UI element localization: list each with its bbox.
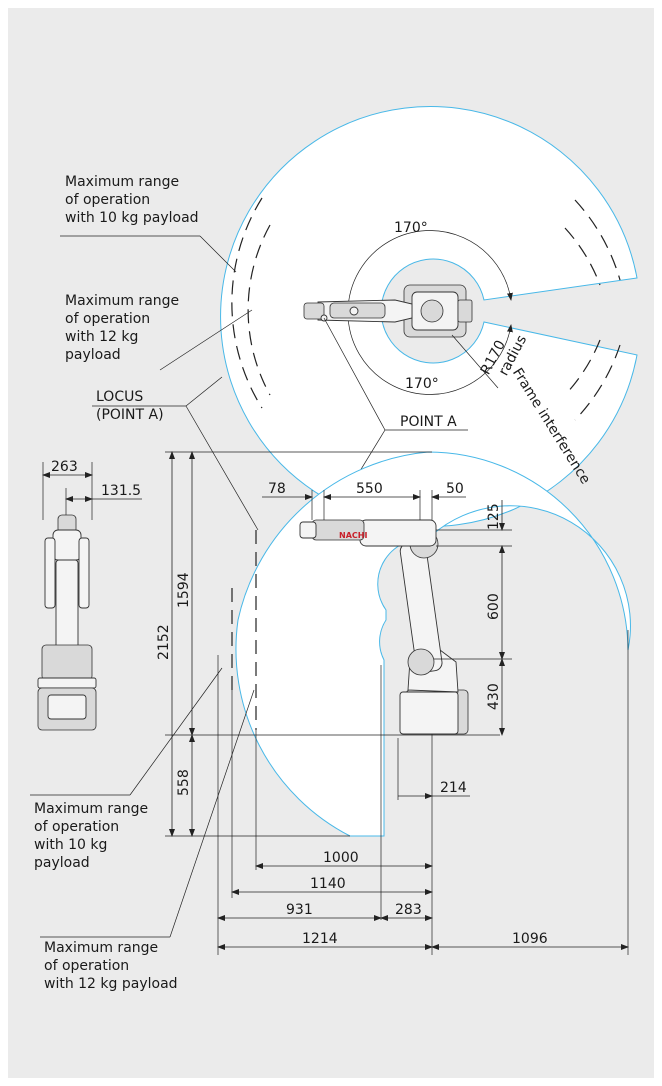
top-12kg-line1: Maximum range <box>65 293 179 309</box>
label-side-10kg: Maximum range of operation with 10 kg pa… <box>34 801 148 871</box>
dim-600: 600 <box>486 593 502 620</box>
side-10kg-line2: of operation <box>34 819 119 835</box>
top-12kg-line2: of operation <box>65 311 150 327</box>
side-view-envelope <box>235 451 631 837</box>
dim-931: 931 <box>286 902 313 918</box>
top-10kg-line3: with 10 kg payload <box>65 210 199 226</box>
top-12kg-arc-left <box>247 224 271 396</box>
dim-1096: 1096 <box>512 931 548 947</box>
top-12kg-arc-right-down <box>564 339 601 396</box>
top-view: Maximum range of operation with 10 kg pa… <box>60 106 638 531</box>
top-10kg-arc-right-down <box>574 344 621 421</box>
label-top-12kg: Maximum range of operation with 12 kg pa… <box>65 293 179 363</box>
dim-283: 283 <box>395 902 422 918</box>
side-12kg-line2: of operation <box>44 958 129 974</box>
leader-top-12kg <box>159 309 253 371</box>
robot-top-view <box>303 284 473 338</box>
angle-label-top: 170° <box>394 220 428 236</box>
top-12kg-line3: with 12 kg <box>65 329 138 345</box>
robot-side-view: NACHI <box>299 519 469 735</box>
dim-214: 214 <box>440 780 467 796</box>
leader-top-10kg-diag <box>199 235 237 273</box>
dim-550: 550 <box>356 481 383 497</box>
dim-2152: 2152 <box>156 624 172 660</box>
dim-558: 558 <box>176 769 192 796</box>
side-view: NACHI 78 550 50 125 600 430 2152 1594 55… <box>30 451 631 992</box>
locus-label: LOCUS <box>96 389 143 405</box>
leader-side-12kg <box>169 689 255 938</box>
leader-frame <box>451 334 499 389</box>
top-12kg-line4: payload <box>65 347 121 363</box>
robot-range-diagram: Maximum range of operation with 10 kg pa… <box>30 106 638 992</box>
front-view: 263 131.5 <box>37 459 142 731</box>
leader-side-10kg <box>129 667 223 796</box>
robot-front-view <box>37 514 97 731</box>
label-top-10kg: Maximum range of operation with 10 kg pa… <box>65 174 199 226</box>
dim-430: 430 <box>486 683 502 710</box>
dim-263: 263 <box>51 459 78 475</box>
dim-131-5: 131.5 <box>101 483 141 499</box>
side-12kg-line3: with 12 kg payload <box>44 976 178 992</box>
dim-50: 50 <box>446 481 464 497</box>
top-10kg-line1: Maximum range <box>65 174 179 190</box>
leader-locus-side <box>185 405 259 531</box>
brand-logo: NACHI <box>339 531 367 540</box>
dim-78: 78 <box>268 481 286 497</box>
dim-1214: 1214 <box>302 931 338 947</box>
dim-1140: 1140 <box>310 876 346 892</box>
locus-sub-label: (POINT A) <box>96 407 164 423</box>
point-a-label: POINT A <box>400 414 457 430</box>
side-10kg-line1: Maximum range <box>34 801 148 817</box>
dim-1000: 1000 <box>323 850 359 866</box>
top-10kg-line2: of operation <box>65 192 150 208</box>
leader-point-a-top <box>323 317 386 431</box>
angle-label-bottom: 170° <box>405 376 439 392</box>
side-10kg-line4: payload <box>34 855 90 871</box>
top-10kg-arc-right-up <box>574 199 621 281</box>
dim-125: 125 <box>486 503 502 530</box>
leader-locus-top <box>185 376 223 407</box>
top-10kg-arc-left <box>231 197 263 409</box>
diagram-panel: Maximum range of operation with 10 kg pa… <box>8 8 654 1078</box>
dim-1594: 1594 <box>176 572 192 608</box>
label-side-12kg: Maximum range of operation with 12 kg pa… <box>44 940 178 992</box>
top-12kg-arc-right-up <box>564 227 601 286</box>
side-12kg-line1: Maximum range <box>44 940 158 956</box>
side-10kg-line3: with 10 kg <box>34 837 107 853</box>
